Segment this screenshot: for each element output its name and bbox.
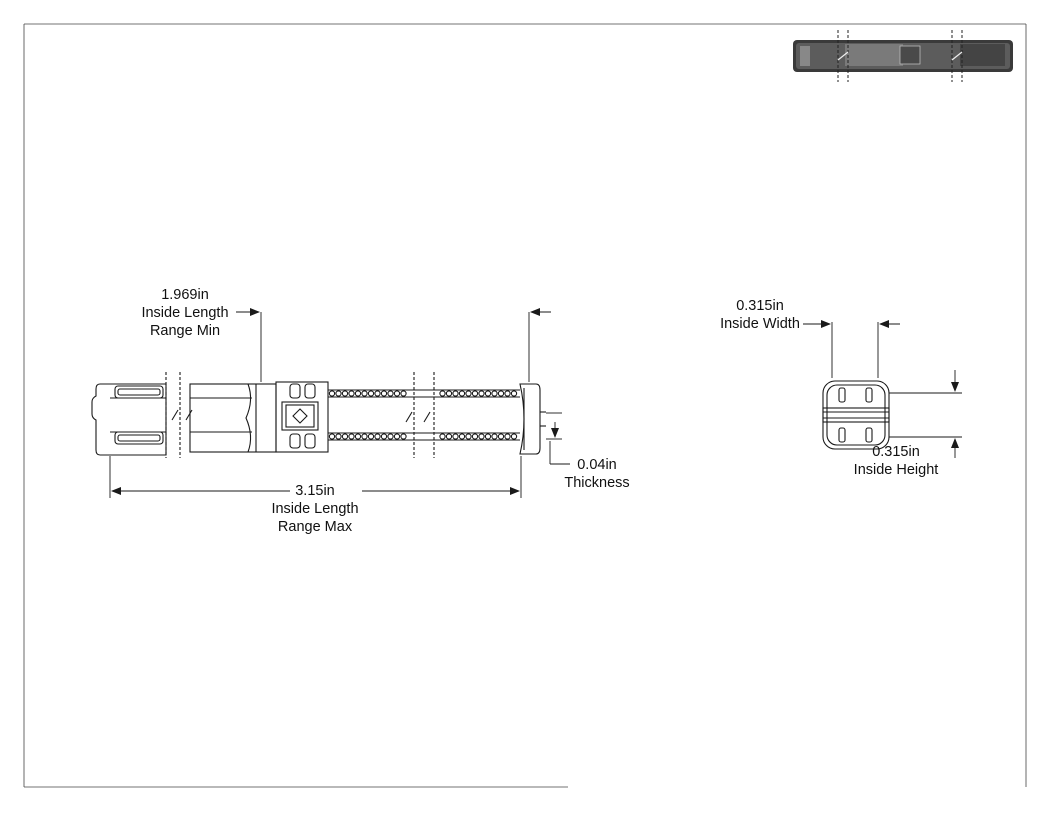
strap-bead bbox=[510, 390, 518, 397]
strap-bead bbox=[478, 433, 485, 440]
dimension-lines bbox=[109, 308, 962, 498]
dim-text: Inside Length bbox=[141, 305, 229, 321]
strap-bead bbox=[354, 390, 362, 397]
strap-bead bbox=[504, 390, 511, 397]
dim-text: Thickness bbox=[564, 475, 630, 491]
strap-bead bbox=[400, 390, 407, 397]
strap-bead bbox=[439, 433, 446, 440]
strap-bead bbox=[374, 390, 381, 397]
strap-bead bbox=[361, 390, 368, 397]
strap-bead bbox=[491, 433, 498, 440]
dim-value: 0.04in bbox=[577, 457, 617, 473]
strap-bead bbox=[491, 390, 498, 397]
strap-bead bbox=[348, 433, 355, 440]
strap-bead bbox=[504, 433, 511, 440]
side-view bbox=[91, 372, 546, 458]
strap-bead bbox=[452, 433, 459, 440]
strap-bead bbox=[439, 390, 446, 397]
strap-bead bbox=[380, 390, 388, 397]
strap-bead bbox=[445, 433, 453, 440]
strap-bead bbox=[471, 390, 479, 397]
strap-bead bbox=[328, 390, 336, 397]
strap-bead bbox=[458, 390, 466, 397]
dim-text: Inside Width bbox=[720, 316, 800, 332]
strap-bead bbox=[361, 433, 368, 440]
strap-bead bbox=[465, 433, 472, 440]
strap-bead bbox=[458, 433, 466, 440]
dim-text: Inside Height bbox=[853, 462, 939, 478]
strap-bead bbox=[393, 390, 401, 397]
strap-bead bbox=[328, 433, 336, 440]
strap-bead bbox=[497, 433, 505, 440]
strap-bead bbox=[387, 390, 394, 397]
strap-bead bbox=[471, 433, 479, 440]
strap-bead bbox=[478, 390, 485, 397]
strap-bead bbox=[484, 433, 492, 440]
end-view bbox=[822, 380, 890, 450]
strap-bead bbox=[348, 390, 355, 397]
dim-value: 0.315in bbox=[736, 298, 784, 314]
strap-bead bbox=[335, 390, 342, 397]
strap-bead bbox=[445, 390, 453, 397]
dim-value: 0.315in bbox=[872, 444, 920, 460]
dim-label-thickness: 0.04in Thickness bbox=[555, 456, 639, 492]
dim-label-height: 0.315in Inside Height bbox=[842, 443, 950, 479]
strap-bead bbox=[510, 433, 518, 440]
dim-text: Range Max bbox=[277, 519, 353, 535]
strap-bead bbox=[393, 433, 401, 440]
dim-text: Range Min bbox=[149, 323, 221, 339]
strap-bead bbox=[341, 390, 349, 397]
strap-bead bbox=[452, 390, 459, 397]
strap-bead bbox=[341, 433, 349, 440]
strap-bead bbox=[335, 433, 342, 440]
sheet-border bbox=[23, 23, 1027, 788]
dim-label-width: 0.315in Inside Width bbox=[710, 297, 810, 333]
dim-value: 1.969in bbox=[161, 287, 209, 303]
strap-bead bbox=[400, 433, 407, 440]
strap-bead bbox=[484, 390, 492, 397]
strap-bead bbox=[367, 433, 375, 440]
strap-bead bbox=[367, 390, 375, 397]
dim-label-length-min: 1.969in Inside Length Range Min bbox=[130, 286, 240, 340]
strap-bead bbox=[374, 433, 381, 440]
strap-bead bbox=[387, 433, 394, 440]
strap-bead bbox=[380, 433, 388, 440]
dim-value: 3.15in bbox=[295, 483, 335, 499]
dim-text: Inside Length bbox=[271, 501, 359, 517]
strap-bead bbox=[465, 390, 472, 397]
strap-bead bbox=[497, 390, 505, 397]
strap-bead bbox=[354, 433, 362, 440]
dim-label-length-max: 3.15in Inside Length Range Max bbox=[260, 482, 370, 536]
thumbnail-view bbox=[793, 30, 1013, 82]
